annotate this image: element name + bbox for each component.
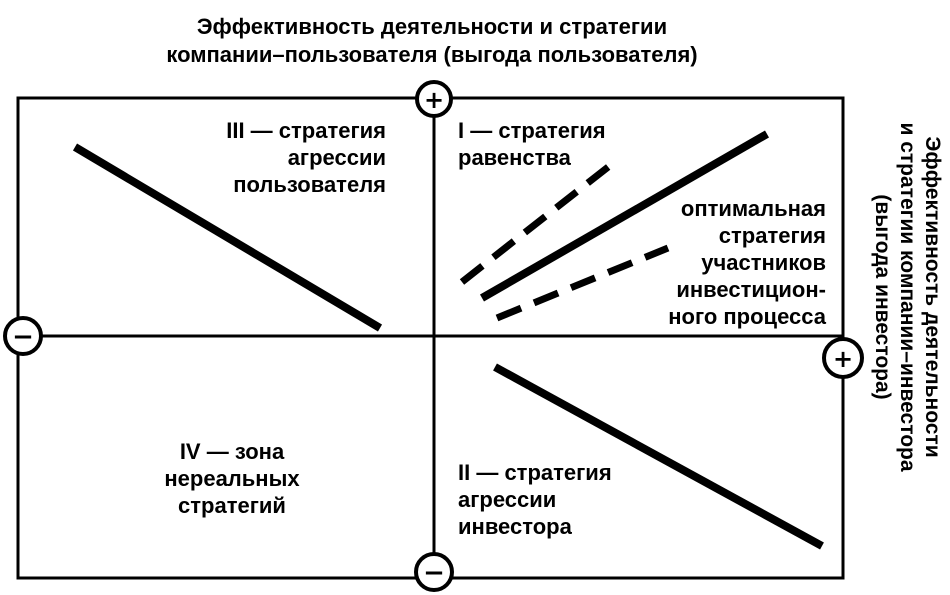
quadrant-iii-label-line1: III — стратегия xyxy=(226,118,386,143)
top-marker-sign: + xyxy=(424,86,444,114)
side-axis-title-line2: и стратегии компании–инвестора xyxy=(896,122,919,471)
bottom-marker-sign: − xyxy=(423,558,445,588)
quadrant-iv-label-line1: IV — зона xyxy=(180,439,285,464)
top-axis-title-line1: Эффективность деятельности и стратегии xyxy=(197,14,667,39)
optimal-strategy-label-line3: участников xyxy=(701,250,826,275)
diagram-frame xyxy=(16,96,845,580)
quadrant-ii-label-line3: инвестора xyxy=(458,514,573,539)
bottom-marker-circle xyxy=(414,552,454,592)
optimal-upper-dashed-line xyxy=(459,157,620,285)
top-marker-circle xyxy=(415,80,453,118)
optimal-strategy-label-line1: оптимальная xyxy=(681,196,826,221)
quadrant-iii-label-line3: пользователя xyxy=(233,172,386,197)
right-marker-sign: + xyxy=(833,345,853,373)
user-aggression-line xyxy=(72,143,383,332)
equality-line xyxy=(480,130,769,302)
optimal-strategy-label-line4: инвестицион- xyxy=(676,277,826,302)
left-minus-marker: − xyxy=(3,316,43,356)
side-axis-title-line1: Эффективность деятельности xyxy=(921,136,944,457)
left-marker-circle xyxy=(3,316,43,356)
quadrant-iv-label-line2: нереальных xyxy=(164,466,300,491)
optimal-strategy-label-line2: стратегия xyxy=(719,223,826,248)
right-marker-circle xyxy=(822,337,864,379)
right-plus-marker: + xyxy=(822,337,864,379)
quadrant-ii-label-line1: II — стратегия xyxy=(458,460,612,485)
quadrant-iv-label-line3: стратегий xyxy=(178,493,286,518)
optimal-strategy-label-line5: ного процесса xyxy=(668,304,827,329)
top-axis-title-line2: компании–пользователя (выгода пользовате… xyxy=(166,42,697,67)
top-plus-marker: + xyxy=(415,80,453,118)
quadrant-iii-label-line2: агрессии xyxy=(288,145,386,170)
optimal-lower-dashed-line xyxy=(495,244,670,322)
investor-aggression-line xyxy=(493,363,824,550)
side-axis-title-line3: (выгода инвестора) xyxy=(871,194,894,399)
bottom-minus-marker: − xyxy=(414,552,454,592)
left-marker-sign: − xyxy=(12,322,34,352)
quadrant-i-label-line1: I — стратегия xyxy=(458,118,606,143)
quadrant-i-label-line2: равенства xyxy=(458,145,572,170)
quadrant-ii-label-line2: агрессии xyxy=(458,487,556,512)
